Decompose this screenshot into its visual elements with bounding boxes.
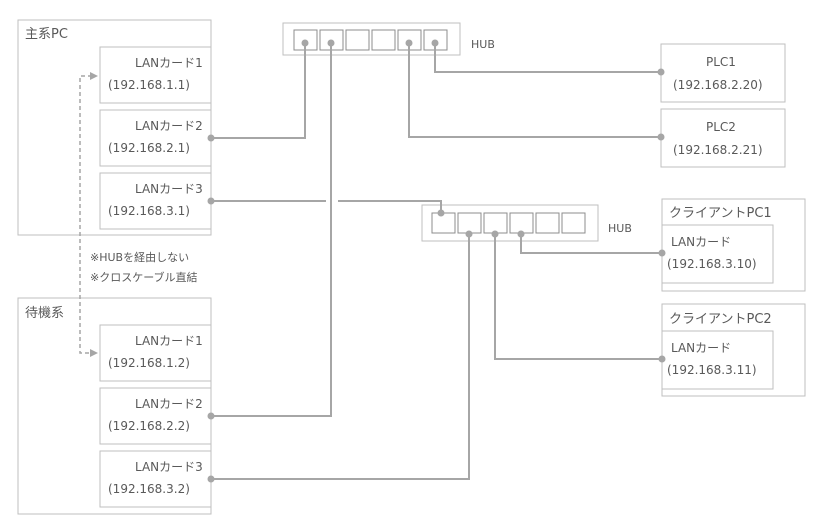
link-standby-lan2-hub1 (211, 43, 332, 417)
main-lan-card-1-ip: (192.168.1.1) (108, 78, 190, 92)
link-main-lan2-hub1 (211, 43, 306, 139)
crossover-link (79, 72, 98, 357)
dot-standby-lan2 (207, 412, 215, 420)
main-lan-card-3 (99, 172, 212, 230)
client-pc-2-ip: (192.168.3.11) (667, 363, 757, 377)
dot-hub2-port2 (465, 230, 473, 238)
standby-lan-card-2-ip: (192.168.2.2) (108, 419, 190, 433)
hub-1: HUB (282, 22, 495, 56)
standby-lan-card-3-ip: (192.168.3.2) (108, 482, 190, 496)
plc-1-frame (660, 43, 786, 103)
plc-2-ip: (192.168.2.21) (673, 143, 763, 157)
client-pc-2-title: クライアントPC2 (669, 312, 772, 327)
hub-2-port-4 (509, 212, 534, 234)
standby-lan-card-3 (99, 450, 212, 508)
main-lan-card-3-ip: (192.168.3.1) (108, 204, 190, 218)
client-pc-1-title: クライアントPC1 (669, 206, 772, 221)
standby-lan-card-2-name: LANカード2 (135, 397, 203, 411)
dot-client2 (658, 355, 666, 363)
hub-2-label: HUB (608, 222, 632, 235)
client-pc-1-lan-card (661, 224, 774, 284)
client-pc-2: クライアントPC2 LANカード (192.168.3.11) (661, 303, 806, 397)
plc-1-name: PLC1 (706, 55, 736, 69)
connections (207, 39, 666, 483)
standby-pc-title: 待機系 (25, 306, 64, 321)
link-hub2-client1 (520, 234, 662, 254)
dot-hub1-port2 (327, 39, 335, 47)
main-pc-title: 主系PC (25, 27, 68, 42)
link-hub1-plc2 (408, 43, 661, 138)
main-lan-card-1 (99, 46, 212, 104)
hub-1-port-4 (371, 29, 396, 51)
client-pc-2-card-name: LANカード (671, 341, 731, 355)
dot-plc1 (657, 68, 665, 76)
main-lan-card-3-name: LANカード3 (135, 182, 203, 196)
dot-hub1-port1 (301, 39, 309, 47)
standby-pc: 待機系 LANカード1 (192.168.1.2) LANカード2 (192.1… (17, 297, 212, 515)
crossover-arrow-bottom (90, 349, 98, 357)
hub-1-label: HUB (471, 38, 495, 51)
plc-2: PLC2 (192.168.2.21) (660, 108, 786, 168)
dot-hub2-port4 (517, 230, 525, 238)
link-main-lan3-hub2-b (338, 200, 442, 213)
dot-client1 (658, 249, 666, 257)
dot-main-lan2 (207, 134, 215, 142)
plc-2-frame (660, 108, 786, 168)
hub-1-port-3 (345, 29, 370, 51)
dot-hub2-port1 (437, 209, 445, 217)
plc-1: PLC1 (192.168.2.20) (660, 43, 786, 103)
main-lan-card-2 (99, 109, 212, 167)
dot-hub1-port5 (405, 39, 413, 47)
note-cross-cable: ※クロスケーブル直結 (90, 270, 198, 284)
hub-2-port-3 (483, 212, 508, 234)
standby-lan-card-2 (99, 387, 212, 445)
plc-1-ip: (192.168.2.20) (673, 78, 763, 92)
note-no-hub: ※HUBを経由しない (90, 250, 189, 264)
standby-lan-card-3-name: LANカード3 (135, 460, 203, 474)
hub-2-port-2 (457, 212, 482, 234)
link-standby-lan3-hub2 (211, 234, 470, 480)
hub-2: HUB (421, 204, 632, 242)
main-lan-card-2-name: LANカード2 (135, 119, 203, 133)
dot-hub2-port3 (491, 230, 499, 238)
hub-2-port-1 (431, 212, 456, 234)
link-hub2-client2 (494, 234, 662, 360)
main-lan-card-2-ip: (192.168.2.1) (108, 141, 190, 155)
dot-main-lan3 (207, 197, 215, 205)
standby-lan-card-1 (99, 324, 212, 382)
crossover-line (79, 75, 92, 354)
dot-standby-lan3 (207, 475, 215, 483)
hub-2-port-6 (561, 212, 586, 234)
link-hub1-plc1 (434, 43, 661, 73)
standby-lan-card-1-name: LANカード1 (135, 334, 203, 348)
plc-2-name: PLC2 (706, 120, 736, 134)
client-pc-1: クライアントPC1 LANカード (192.168.3.10) (661, 198, 806, 292)
client-pc-1-ip: (192.168.3.10) (667, 257, 757, 271)
dot-hub1-port6 (431, 39, 439, 47)
hub-2-port-5 (535, 212, 560, 234)
main-pc: 主系PC LANカード1 (192.168.1.1) LANカード2 (192.… (17, 19, 212, 236)
crossover-arrow-top (90, 72, 98, 80)
client-pc-2-lan-card (661, 330, 774, 390)
dot-plc2 (657, 133, 665, 141)
main-lan-card-1-name: LANカード1 (135, 56, 203, 70)
standby-lan-card-1-ip: (192.168.1.2) (108, 356, 190, 370)
client-pc-1-card-name: LANカード (671, 235, 731, 249)
